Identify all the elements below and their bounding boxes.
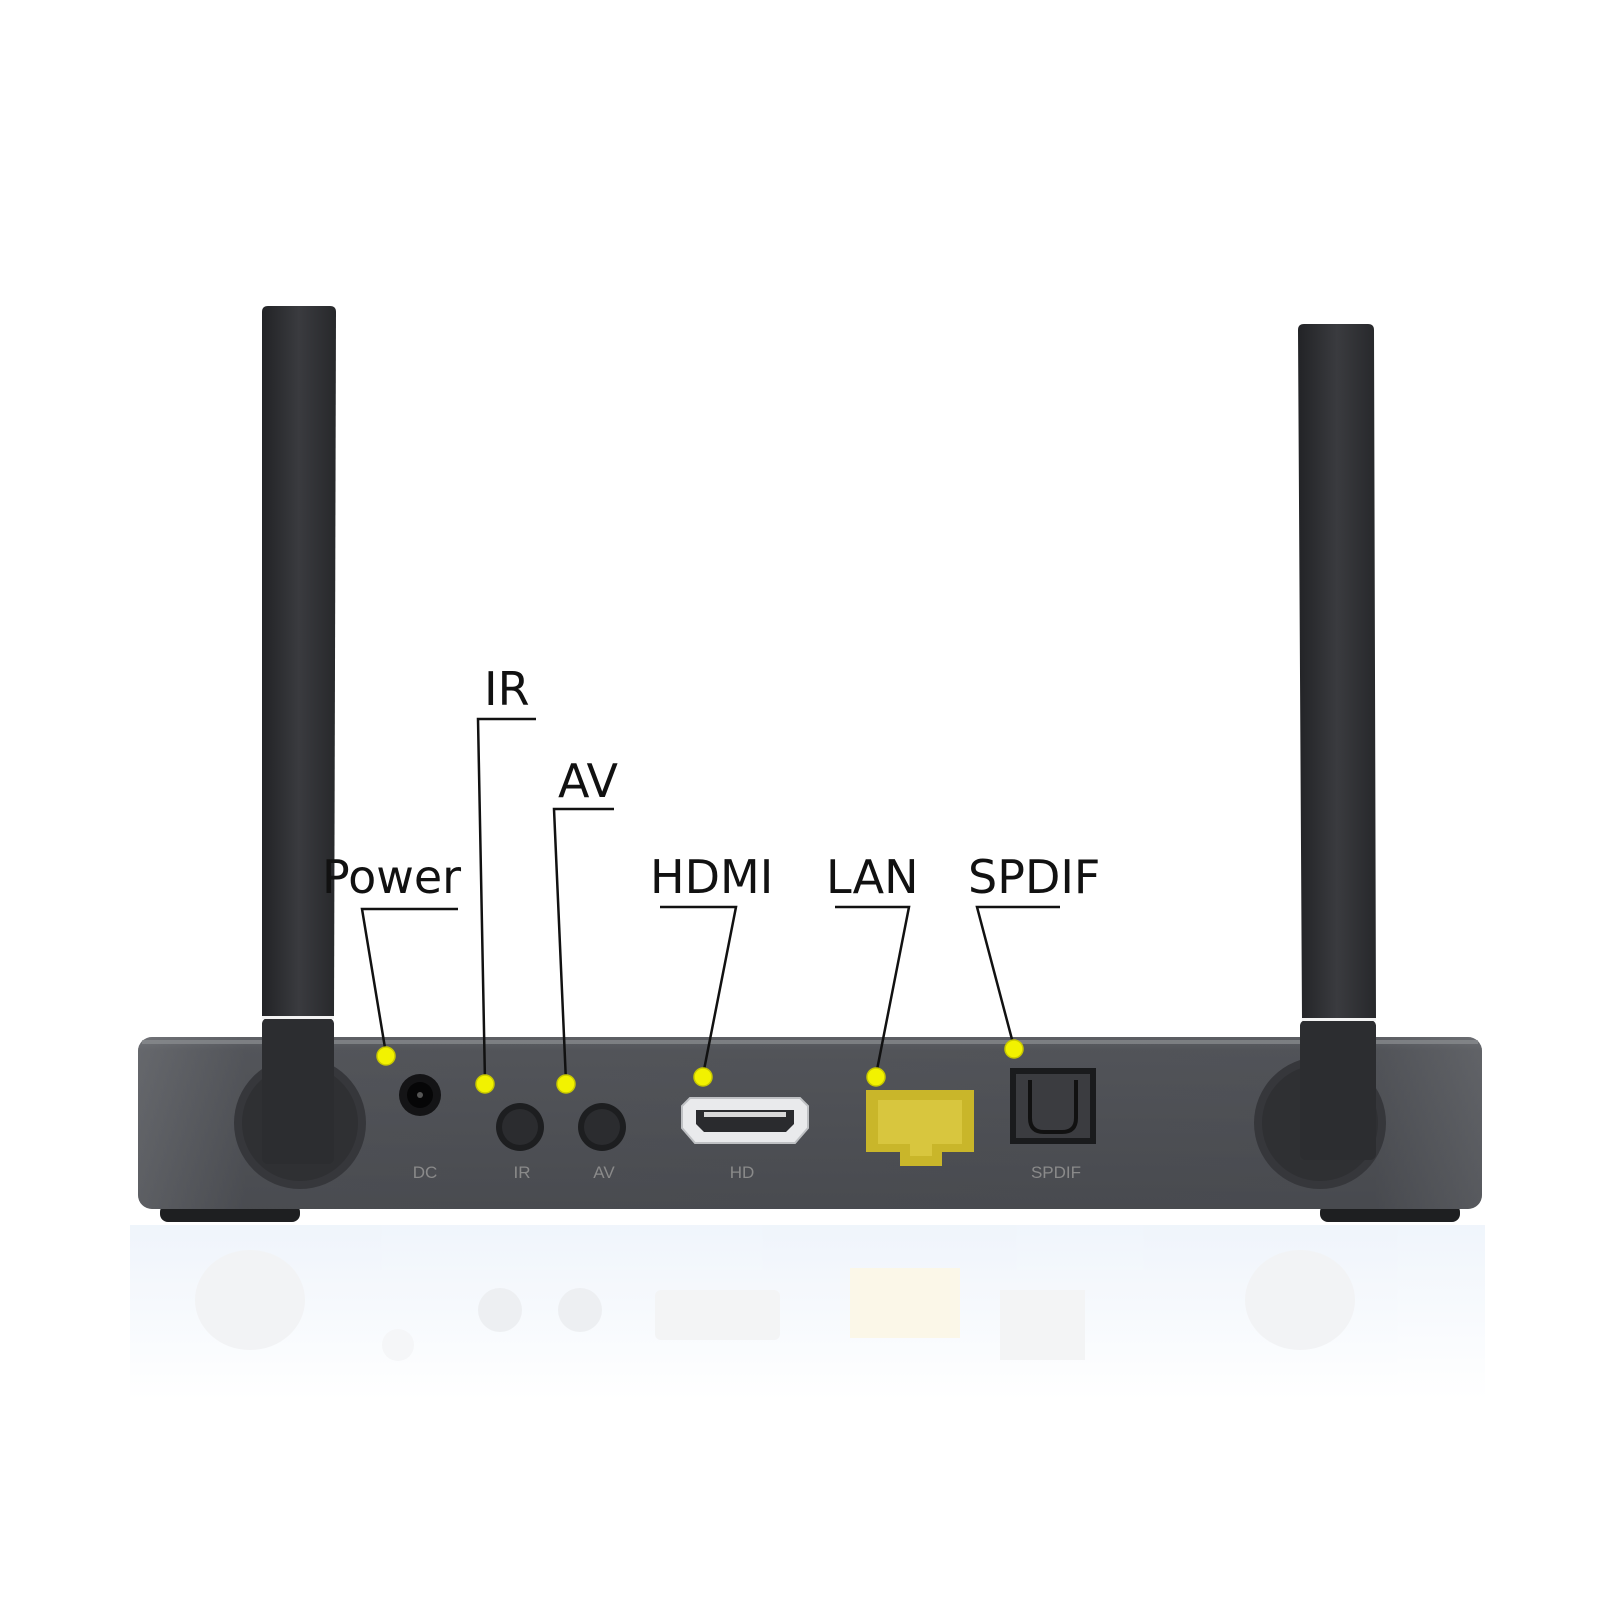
lan-marker-dot-icon xyxy=(866,1067,886,1087)
ir-marker-dot-icon xyxy=(475,1074,495,1094)
floor-reflection xyxy=(130,1225,1485,1400)
hdmi-marker-dot-icon xyxy=(693,1067,713,1087)
ir-port-label: IR xyxy=(514,1163,531,1182)
spdif-port xyxy=(1010,1068,1096,1144)
left-antenna xyxy=(262,306,336,1164)
right-antenna xyxy=(1298,324,1376,1160)
callout-av: AV xyxy=(558,754,618,808)
spdif-marker-dot-icon xyxy=(1004,1039,1024,1059)
av-port-label: AV xyxy=(593,1163,615,1182)
ir-leader xyxy=(476,717,536,1083)
av-port xyxy=(578,1103,626,1151)
hdmi-leader xyxy=(660,905,738,1076)
lan-leader xyxy=(835,905,911,1076)
spdif-leader xyxy=(975,905,1060,1048)
power-marker-dot-icon xyxy=(376,1046,396,1066)
spdif-port-label: SPDIF xyxy=(1031,1163,1081,1182)
av-leader xyxy=(552,807,614,1083)
dc-port-label: DC xyxy=(413,1163,438,1182)
callout-spdif: SPDIF xyxy=(968,850,1101,904)
ir-port xyxy=(496,1103,544,1151)
callout-power: Power xyxy=(322,850,462,904)
hdmi-port xyxy=(681,1097,809,1144)
av-marker-dot-icon xyxy=(556,1074,576,1094)
device-body xyxy=(138,1037,1482,1209)
lan-port xyxy=(866,1090,974,1166)
callout-hdmi: HDMI xyxy=(650,850,774,904)
dc-port xyxy=(399,1074,441,1116)
marker-dots xyxy=(376,1039,1024,1094)
power-leader xyxy=(360,907,458,1055)
hd-port-label: HD xyxy=(730,1163,755,1182)
leader-lines xyxy=(360,717,1060,1083)
callout-ir: IR xyxy=(484,662,530,716)
callout-lan: LAN xyxy=(826,850,919,904)
